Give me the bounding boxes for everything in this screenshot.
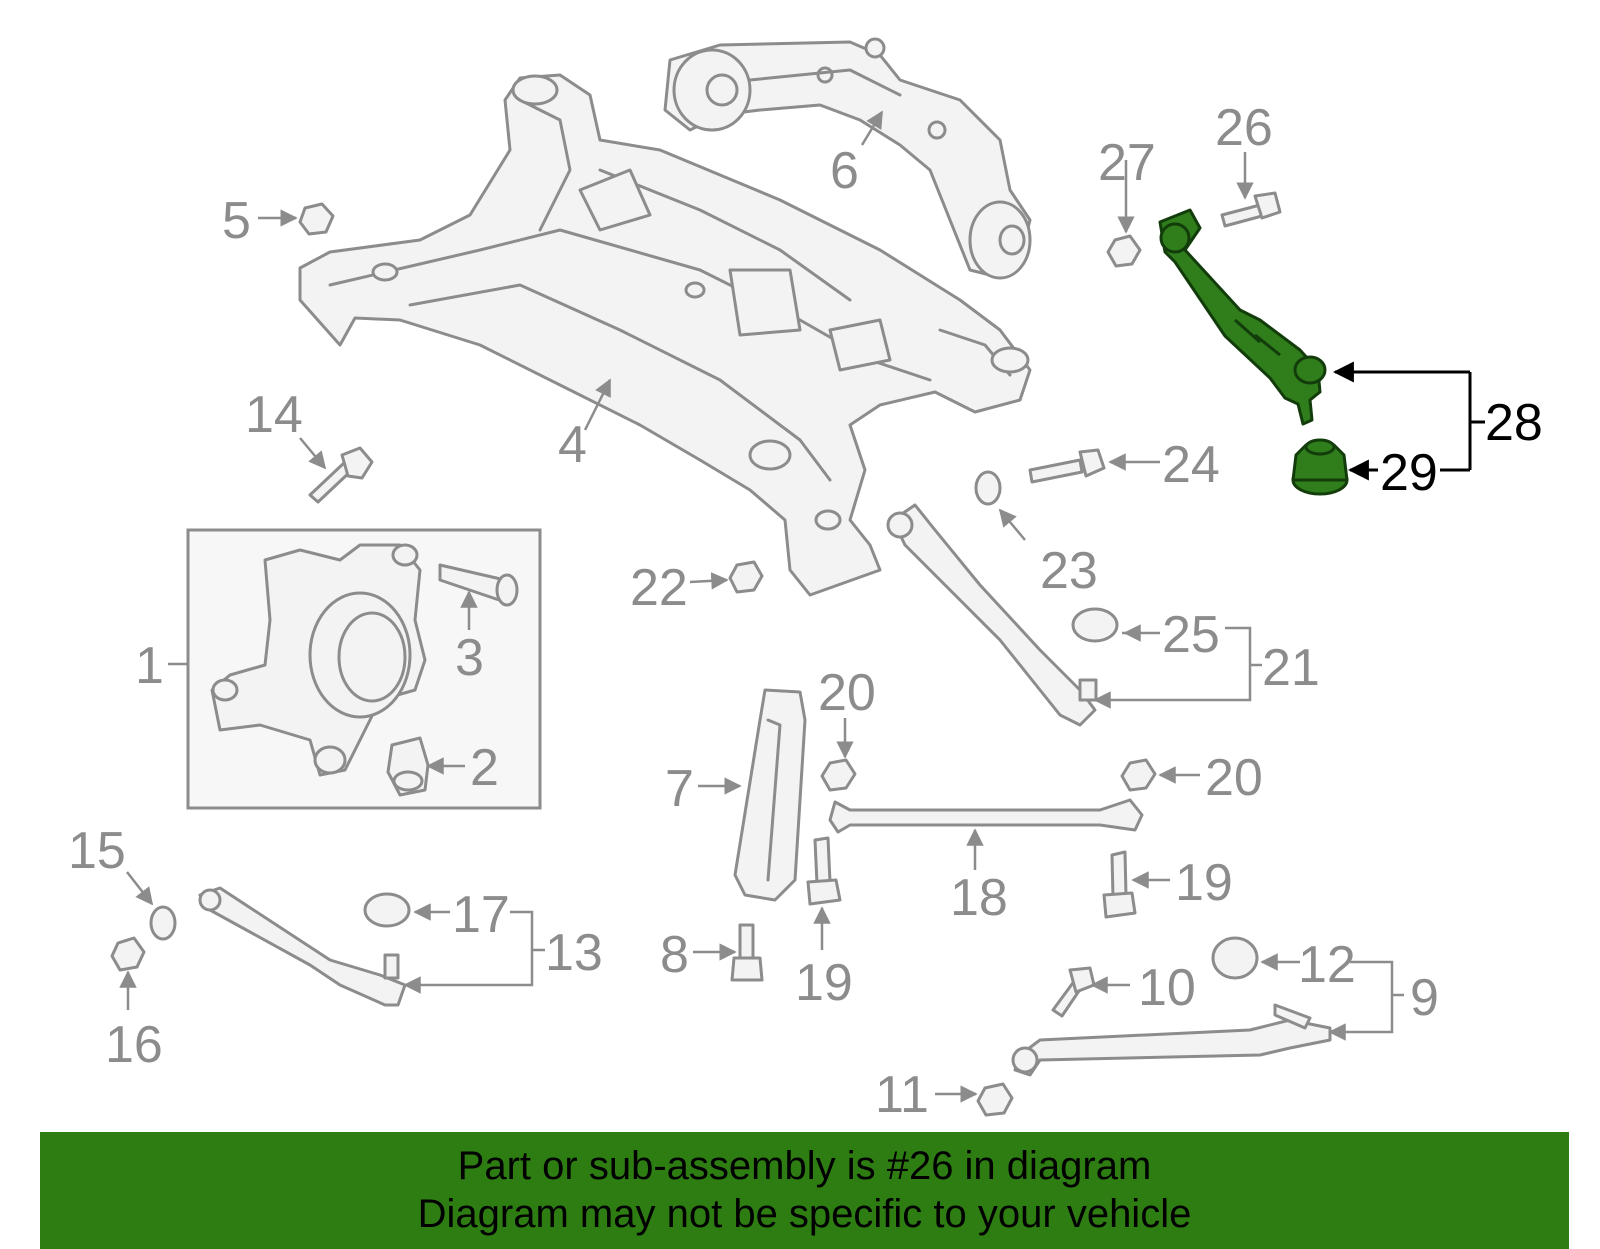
callout-9: 9 <box>1410 969 1439 1027</box>
callout-20b: 20 <box>1205 749 1263 807</box>
part-26-highlight <box>1158 208 1349 496</box>
callout-7: 7 <box>665 760 694 818</box>
callout-14: 14 <box>245 386 303 444</box>
banner-part-line: Part or sub-assembly is #26 in diagram <box>457 1144 1152 1188</box>
banner-disclaimer-line: Diagram may not be specific to your vehi… <box>417 1192 1192 1236</box>
callout-26: 28 <box>1485 394 1543 452</box>
callout-5: 5 <box>222 192 251 250</box>
callout-12: 12 <box>1298 936 1356 994</box>
callout-24: 22 <box>630 559 688 617</box>
callout-18: 18 <box>950 869 1008 927</box>
callout-28: 27 <box>1098 134 1156 192</box>
callout-10: 10 <box>1138 959 1196 1017</box>
callout-6: 6 <box>830 142 859 200</box>
upper-arm-part <box>663 37 1032 280</box>
callout-19a: 19 <box>1175 854 1233 912</box>
callout-17: 17 <box>452 886 510 944</box>
callout-15: 15 <box>68 822 126 880</box>
callout-25: 25 <box>1162 606 1220 664</box>
callout-2: 2 <box>470 739 499 797</box>
callout-29: 29 <box>1380 444 1438 502</box>
callout-11: 11 <box>875 1066 929 1124</box>
callout-1: 1 <box>135 637 164 695</box>
leader-lines <box>119 110 1404 1103</box>
callout-20a: 20 <box>818 664 876 722</box>
lower-arms <box>198 503 1332 1077</box>
callout-8: 8 <box>660 926 689 984</box>
subframe-part <box>298 73 1032 597</box>
callout-19b: 19 <box>795 954 853 1012</box>
hardware-parts <box>110 191 1282 1117</box>
callout-21: 21 <box>1262 639 1320 697</box>
callout-3: 3 <box>455 629 484 687</box>
callout-22: 24 <box>1162 436 1220 494</box>
callout-4: 4 <box>558 416 587 474</box>
callout-27: 26 <box>1215 99 1273 157</box>
callout-16: 16 <box>105 1016 163 1074</box>
highlight-leaders <box>1332 361 1485 481</box>
knuckle-box <box>186 528 542 810</box>
info-banner: Part or sub-assembly is #26 in diagram D… <box>40 1132 1569 1249</box>
callout-13: 13 <box>545 924 603 982</box>
callout-23: 23 <box>1040 542 1098 600</box>
callout-labels: 5 6 4 14 22 24 23 25 21 27 26 3 1 2 20 2… <box>68 99 1543 1124</box>
